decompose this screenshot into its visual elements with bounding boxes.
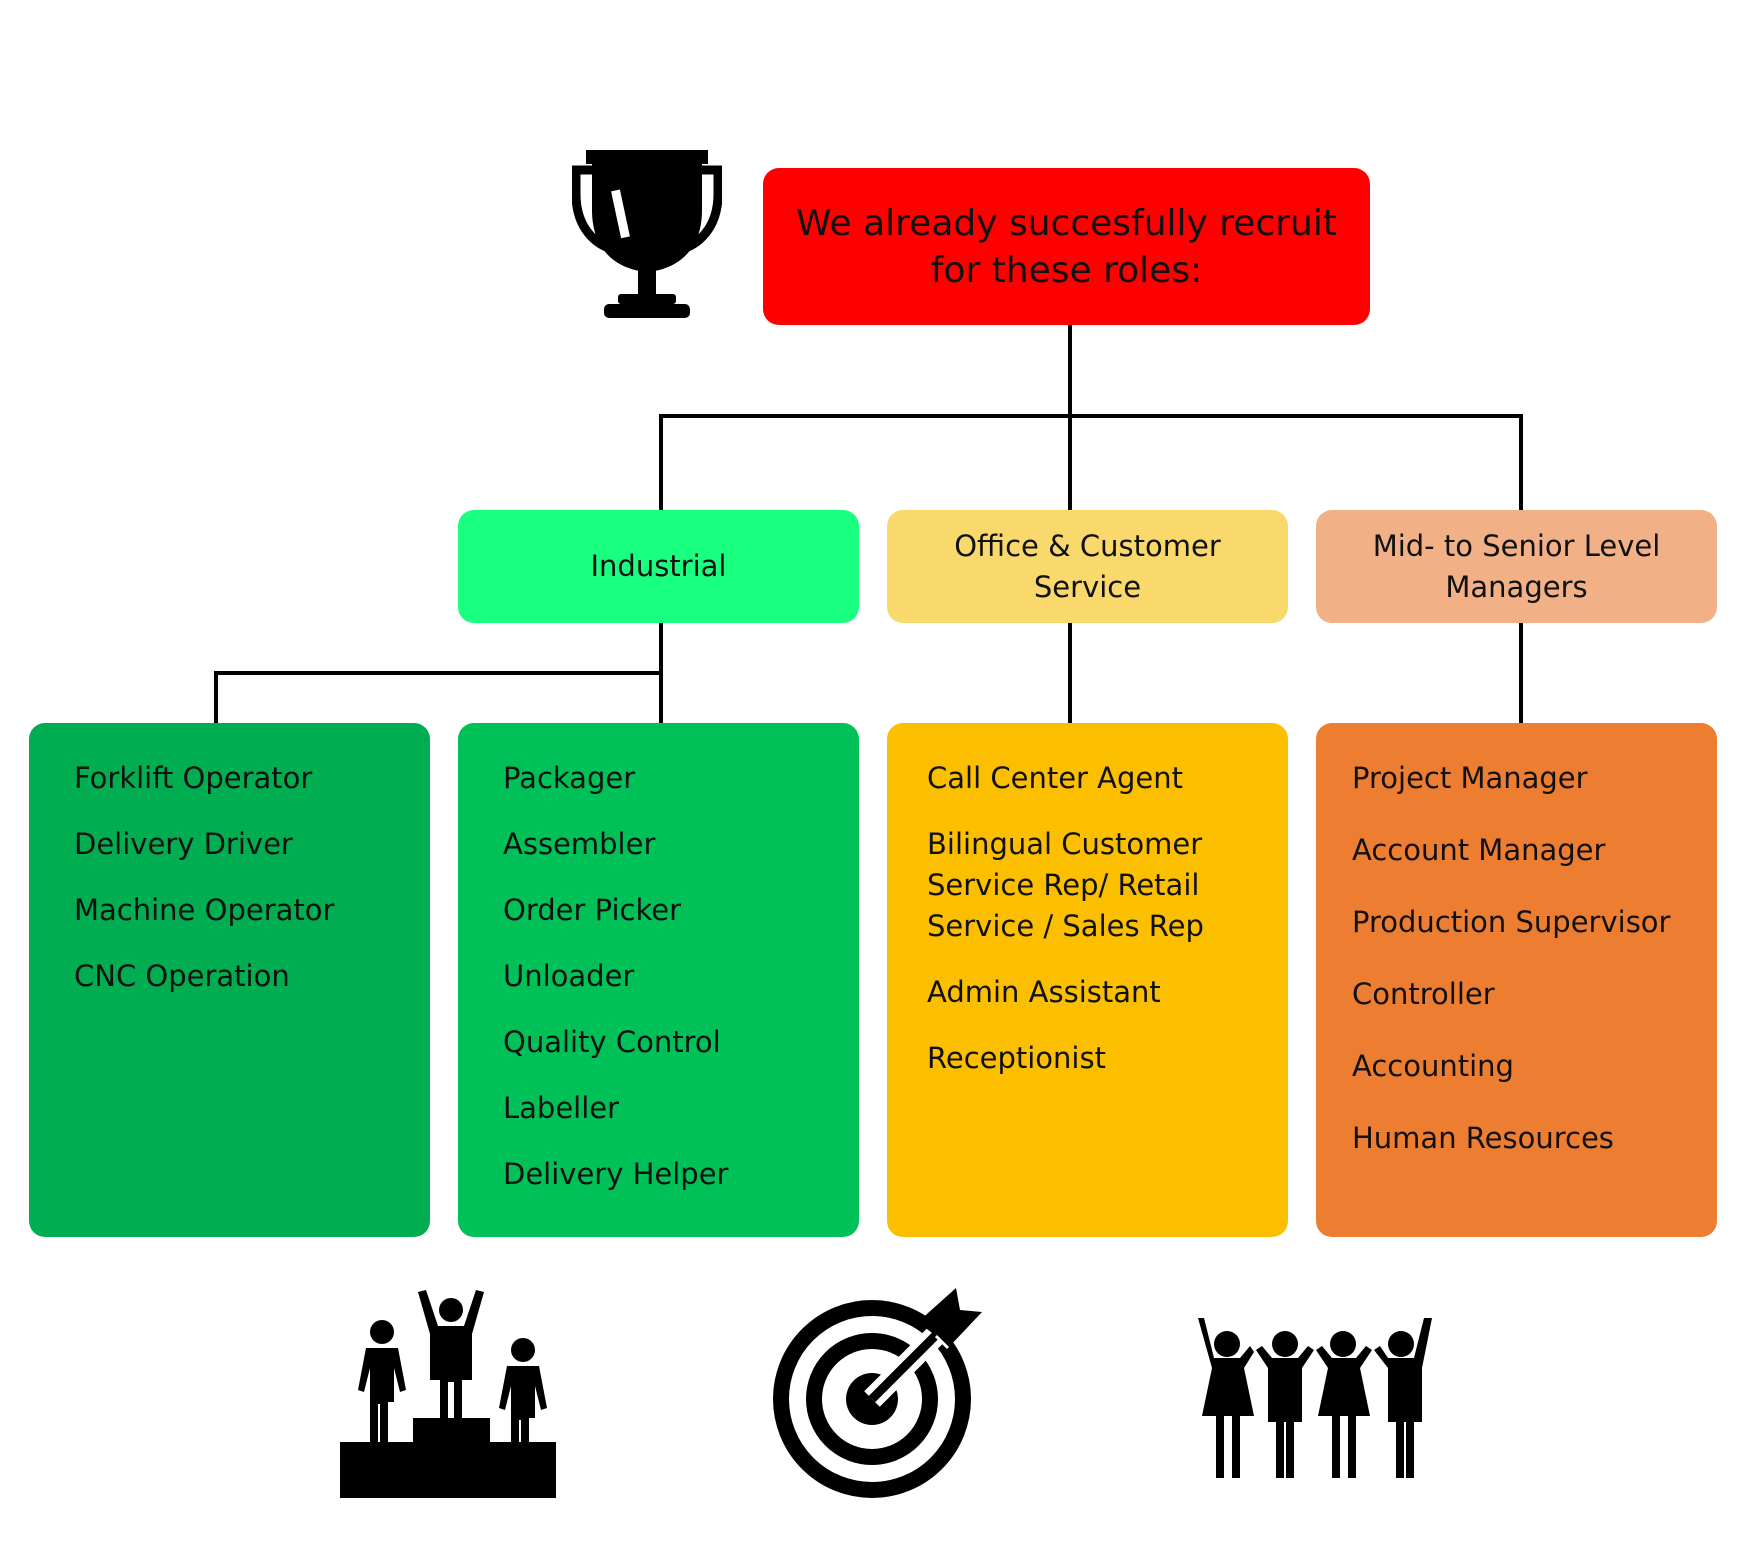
role-item: Quality Control (503, 1025, 721, 1059)
role-item: Packager (503, 761, 636, 795)
category-office-customer-service: Office & Customer Service (887, 510, 1288, 623)
role-item: Unloader (503, 959, 635, 993)
role-item: Account Manager (1352, 833, 1606, 867)
role-item: Machine Operator (74, 893, 335, 927)
category-label: Industrial (590, 549, 727, 583)
header-text: We already succesfully recruit for these… (796, 202, 1337, 291)
team-celebrating-icon (1198, 1318, 1432, 1478)
role-item: Assembler (503, 827, 656, 861)
role-item: Order Picker (503, 893, 682, 927)
header-box: We already succesfully recruit for these… (763, 168, 1370, 325)
connector-line (659, 414, 1523, 510)
trophy-icon (572, 150, 722, 318)
role-item: Delivery Driver (74, 827, 293, 861)
role-item: Receptionist (927, 1041, 1106, 1075)
role-item: Call Center Agent (927, 761, 1184, 795)
role-item: Delivery Helper (503, 1157, 729, 1191)
category-label: Mid- to Senior Level Managers (1372, 528, 1661, 604)
role-item: Admin Assistant (927, 975, 1161, 1009)
role-list-office: Call Center Agent Bilingual Customer Ser… (887, 723, 1288, 1237)
podium-winners-icon (340, 1290, 556, 1498)
category-label: Office & Customer Service (954, 528, 1221, 604)
role-item: Accounting (1352, 1049, 1514, 1083)
category-managers: Mid- to Senior Level Managers (1316, 510, 1717, 623)
role-item: Human Resources (1352, 1121, 1614, 1155)
role-item: Bilingual Customer Service Rep/ Retail S… (927, 827, 1204, 943)
role-list-managers: Project Manager Account Manager Producti… (1316, 723, 1717, 1237)
role-list-industrial-2: Packager Assembler Order Picker Unloader… (458, 723, 859, 1237)
role-item: Forklift Operator (74, 761, 313, 795)
connector-line (214, 623, 663, 723)
role-list-industrial-1: Forklift Operator Delivery Driver Machin… (29, 723, 430, 1237)
role-item: Project Manager (1352, 761, 1588, 795)
target-arrow-icon (773, 1288, 982, 1498)
category-industrial: Industrial (458, 510, 859, 623)
role-item: Production Supervisor (1352, 905, 1671, 939)
role-item: Labeller (503, 1091, 620, 1125)
role-item: Controller (1352, 977, 1495, 1011)
role-item: CNC Operation (74, 959, 290, 993)
